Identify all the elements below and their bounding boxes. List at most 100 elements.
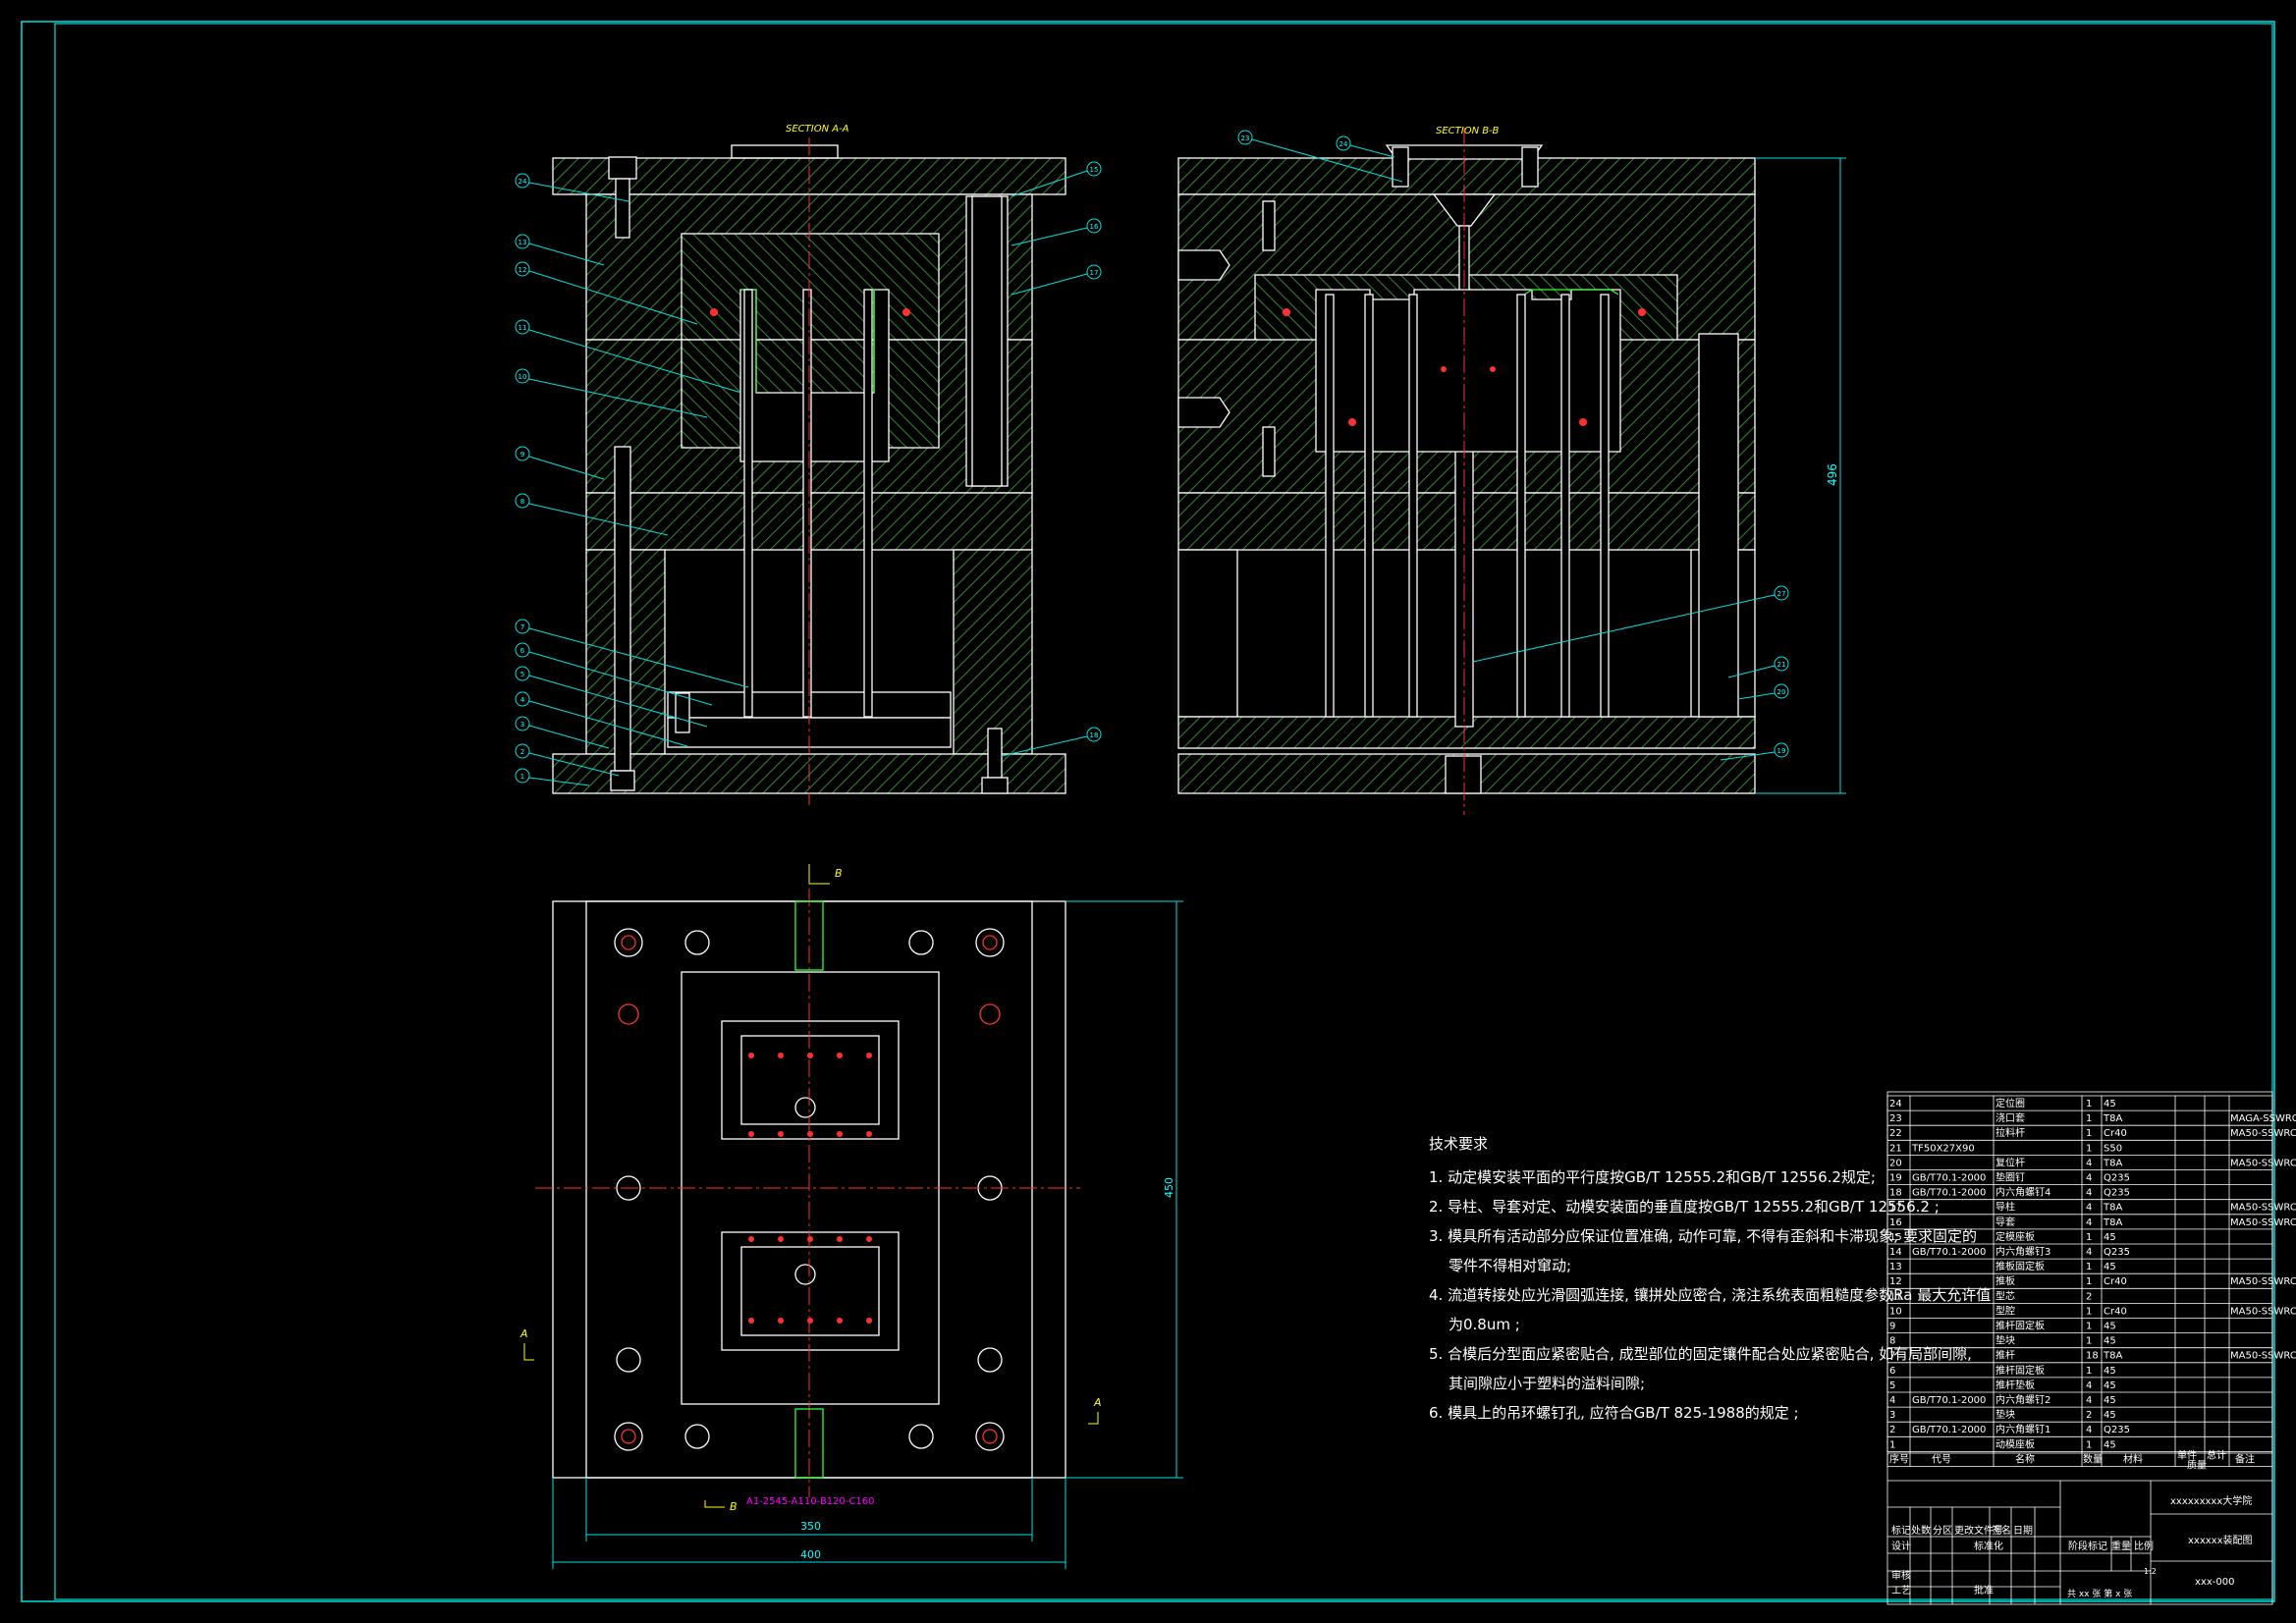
- balloon-number: 6: [520, 647, 525, 655]
- bom-row-no: 22: [1889, 1128, 1902, 1139]
- bom-row-mat: Cr40: [2104, 1128, 2127, 1139]
- bom-row-name: 推板固定板: [1995, 1260, 2045, 1272]
- bom-row-mat: T8A: [2103, 1217, 2122, 1228]
- bom-row-name: 定模座板: [1995, 1230, 2035, 1243]
- balloon-number: 18: [1090, 731, 1099, 739]
- dim-inner-width-text: 350: [800, 1520, 821, 1533]
- bom-row-mat: 45: [2104, 1099, 2116, 1109]
- bom-header-sub: 质量: [2187, 1459, 2207, 1471]
- bom-row-qty: 4: [2086, 1380, 2092, 1391]
- bom-row-qty: 1: [2086, 1322, 2092, 1332]
- bom-row-name: 推杆固定板: [1995, 1364, 2045, 1377]
- bom-row-note: MA50-SSWRC: [2230, 1128, 2296, 1139]
- dim-section-height: [1755, 157, 1846, 794]
- balloon-number: 23: [1241, 135, 1250, 142]
- bom-row-mat: 45: [2104, 1395, 2116, 1406]
- inner-frame: [54, 23, 2273, 1600]
- section-mark-b-top: B: [835, 867, 843, 880]
- title-sheets: 共 xx 张 第 x 张: [2067, 1588, 2132, 1599]
- bom-table: [1886, 1091, 2273, 1605]
- bom-row-name: 复位杆: [1995, 1156, 2025, 1168]
- bom-row-std: GB/T70.1-2000: [1912, 1395, 1986, 1406]
- bom-row-name: 内六角螺钉4: [1995, 1186, 2050, 1199]
- bom-header-w2: 总计: [2207, 1448, 2226, 1461]
- note-line: 5. 合模后分型面应紧密贴合, 成型部位的固定镶件配合处应紧密贴合, 如有局部间…: [1429, 1345, 1972, 1363]
- section-mark-a-right: A: [1093, 1396, 1102, 1409]
- mold-base-label: A1-2545-A110-B120-C160: [746, 1496, 874, 1507]
- bom-row-qty: 1: [2086, 1128, 2092, 1139]
- bom-row-qty: 4: [2086, 1173, 2092, 1184]
- balloon-number: 8: [520, 498, 524, 506]
- note-line: 为0.8um ;: [1449, 1316, 1520, 1333]
- bom-row-name: 型芯: [1995, 1289, 2015, 1302]
- bom-row-name: 内六角螺钉1: [1995, 1423, 2050, 1435]
- bom-row-mat: Cr40: [2104, 1306, 2127, 1317]
- balloon-number: 20: [1777, 688, 1786, 696]
- dim-height-plan-text: 450: [1163, 1177, 1175, 1198]
- title-drawing-name: xxxxxx装配图: [2188, 1534, 2253, 1546]
- bom-row-note: MA50-SSWRC: [2230, 1203, 2296, 1214]
- bom-row-name: 浇口套: [1995, 1111, 2025, 1124]
- title-block-label: 处数: [1911, 1524, 1931, 1537]
- bom-row-no: 20: [1889, 1158, 1902, 1168]
- bom-row-no: 14: [1889, 1247, 1902, 1258]
- balloon-number: 1: [520, 773, 524, 781]
- balloon-number: 27: [1777, 590, 1786, 598]
- balloon-number: 15: [1090, 166, 1099, 174]
- bom-row-name: 垫块: [1995, 1408, 2015, 1421]
- title-block-label: 批准: [1974, 1584, 1994, 1596]
- note-line: 4. 流道转接处应光滑圆弧连接, 镶拼处应密合, 浇注系统表面粗糙度参数Ra 最…: [1429, 1286, 1992, 1304]
- balloon-number: 10: [519, 373, 527, 381]
- bom-row-std: GB/T70.1-2000: [1912, 1173, 1986, 1184]
- balloon-number: 16: [1090, 223, 1099, 231]
- note-line: 其间隙应小于塑料的溢料间隙;: [1449, 1375, 1646, 1392]
- outer-frame: [21, 21, 2275, 1602]
- bom-row-name: 推杆固定板: [1995, 1320, 2045, 1332]
- bom-row-qty: 1: [2086, 1232, 2092, 1243]
- bom-row-note: MAGA-SSWRG: [2230, 1113, 2296, 1124]
- bom-row-qty: 1: [2086, 1113, 2092, 1124]
- bom-row-mat: Q235: [2104, 1173, 2130, 1184]
- bom-row-name: 推杆垫板: [1995, 1379, 2035, 1391]
- title-block-label: 日期: [2013, 1525, 2033, 1537]
- note-line: 2. 导柱、导套对定、动模安装面的垂直度按GB/T 12555.2和GB/T 1…: [1429, 1198, 1940, 1216]
- bom-row-no: 2: [1889, 1425, 1895, 1435]
- bom-row-name: 拉料杆: [1995, 1126, 2025, 1139]
- plan-dims: [552, 900, 1183, 1569]
- title-block-label: 设计: [1891, 1540, 1911, 1552]
- bom-row-name: 定位圈: [1995, 1097, 2025, 1109]
- bom-row-no: 4: [1889, 1395, 1895, 1406]
- title-school: xxxxxxxxx大学院: [2170, 1494, 2252, 1507]
- title-block-label: 工艺: [1891, 1585, 1911, 1596]
- bom-header-no: 序号: [1889, 1452, 1909, 1465]
- bom-row-no: 17: [1889, 1203, 1902, 1214]
- bom-header-mat: 材料: [2123, 1452, 2143, 1465]
- balloon-number: 13: [519, 239, 527, 246]
- note-line: 零件不得相对窜动;: [1449, 1257, 1572, 1274]
- title-block-label: 审核: [1891, 1569, 1911, 1582]
- balloon-number: 21: [1777, 661, 1786, 669]
- section-a-title: SECTION A-A: [786, 124, 849, 135]
- bom-row-no: 1: [1889, 1439, 1895, 1450]
- balloon-number: 12: [519, 266, 527, 274]
- bom-row-note: MA50-SSWRC: [2230, 1351, 2296, 1362]
- bom-row-qty: 1: [2086, 1336, 2092, 1347]
- bom-row-mat: Q235: [2104, 1425, 2130, 1435]
- bom-row-qty: 1: [2086, 1439, 2092, 1450]
- plan-red-dots: [748, 1053, 872, 1324]
- bom-row-mat: 45: [2104, 1410, 2116, 1421]
- bom-row-name: 内六角螺钉2: [1995, 1393, 2050, 1406]
- bom-row-qty: 1: [2086, 1276, 2092, 1287]
- title-block-label: 阶段标记: [2068, 1540, 2107, 1552]
- note-line: 6. 模具上的吊环螺钉孔, 应符合GB/T 825-1988的规定 ;: [1429, 1404, 1799, 1422]
- bom-row-mat: T8A: [2103, 1203, 2122, 1214]
- balloon-number: 2: [520, 748, 524, 756]
- bom-row-qty: 1: [2086, 1099, 2092, 1109]
- balloons-right: [1237, 130, 1789, 761]
- bom-row-qty: 2: [2086, 1291, 2092, 1302]
- bom-row-no: 5: [1889, 1380, 1895, 1391]
- bom-row-name: 导柱: [1995, 1201, 2015, 1214]
- balloon-number: 17: [1090, 269, 1099, 277]
- bom-row-name: 导套: [1995, 1216, 2015, 1228]
- title-block-label: 签名: [1992, 1524, 2011, 1537]
